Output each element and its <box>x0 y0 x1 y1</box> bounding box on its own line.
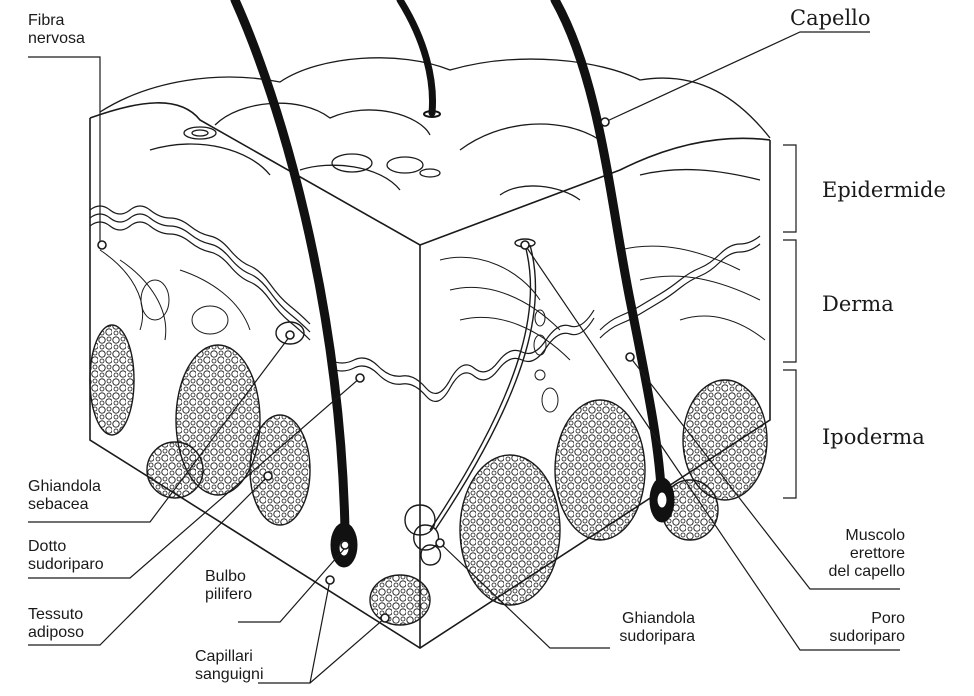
label-fibra-nervosa: Fibra nervosa <box>28 12 85 48</box>
label-capillari-sanguigni: Capillari sanguigni <box>195 648 264 684</box>
label-poro-sudoriparo: Poro sudoriparo <box>790 610 905 646</box>
skin-surface <box>100 58 770 200</box>
label-bulbo-pilifero: Bulbo pilifero <box>205 568 252 604</box>
label-ghiandola-sebacea: Ghiandola sebacea <box>28 478 101 514</box>
adipose-lobules <box>90 325 767 625</box>
label-ghiandola-sudoripara: Ghiandola sudoripara <box>595 610 695 646</box>
label-dotto-sudoriparo: Dotto sudoriparo <box>28 538 104 574</box>
sweat-gland <box>405 505 441 565</box>
label-epidermide: Epidermide <box>822 178 946 202</box>
label-capello: Capello <box>790 6 871 30</box>
label-ipoderma: Ipoderma <box>822 425 925 449</box>
label-muscolo-erettore: Muscolo erettore del capello <box>790 527 905 581</box>
label-tessuto-adiposo: Tessuto adiposo <box>28 606 84 642</box>
label-derma: Derma <box>822 292 894 316</box>
